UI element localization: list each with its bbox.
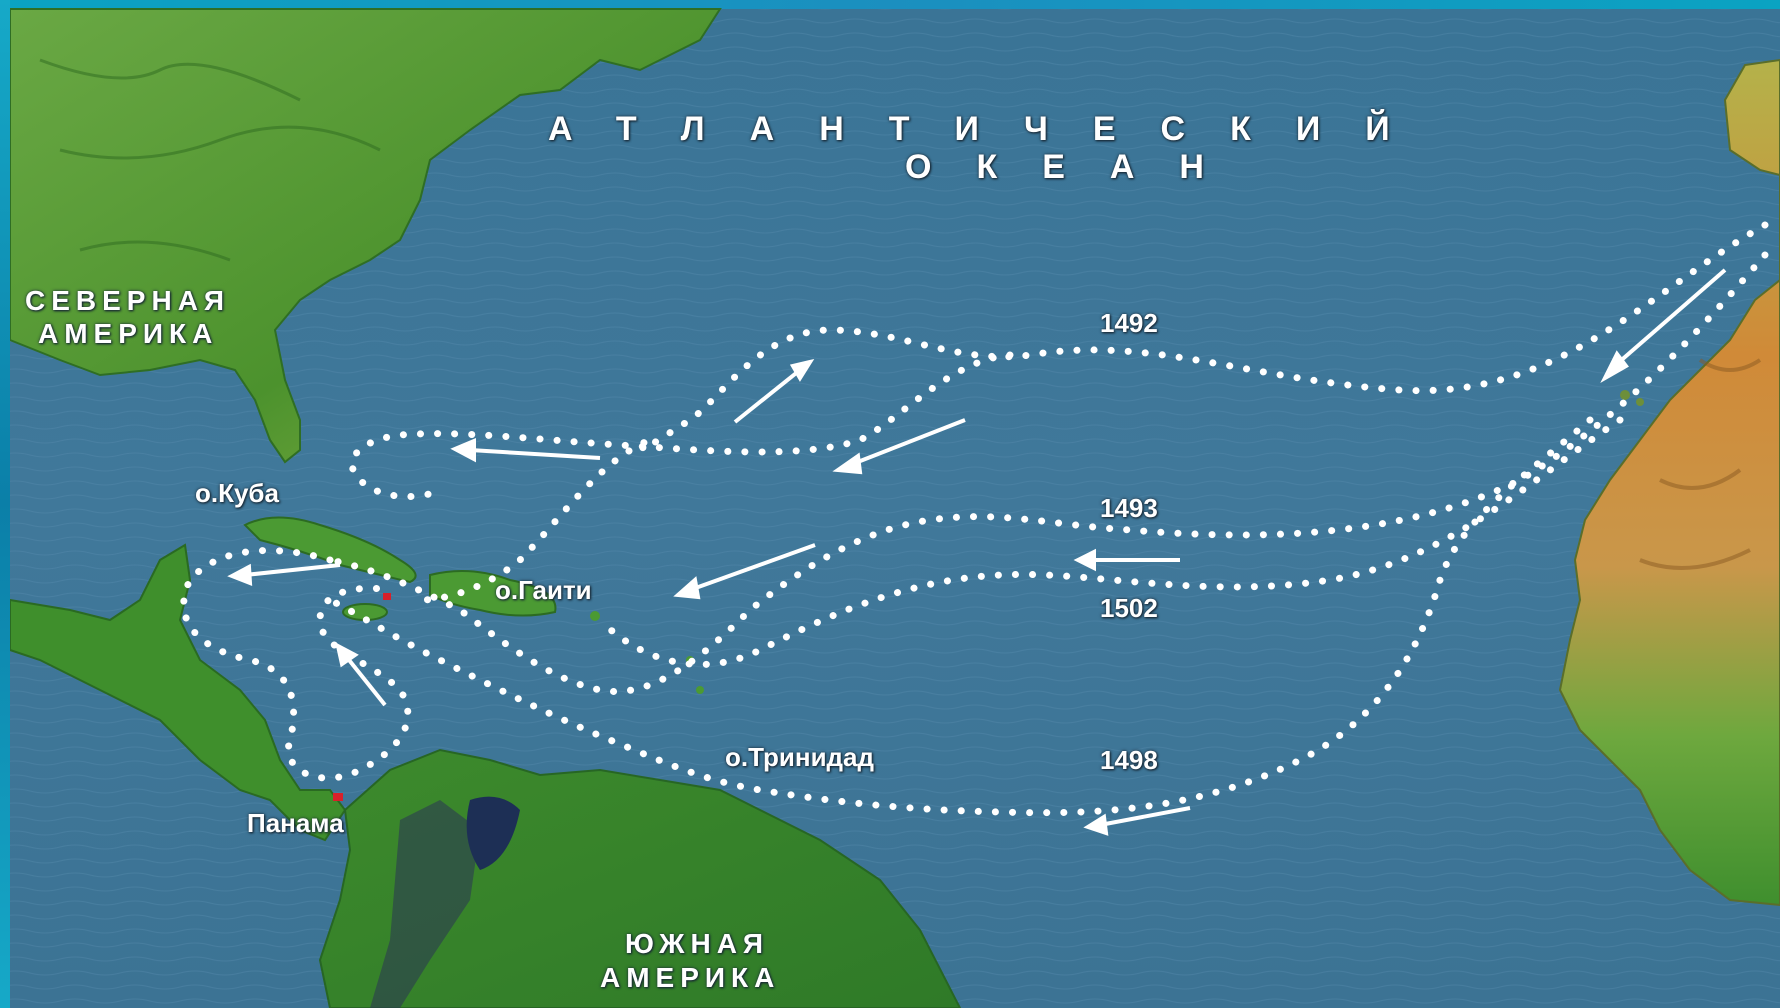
arrow-1502-west [673, 543, 816, 600]
canary-island [1636, 398, 1644, 406]
canary-island [1620, 390, 1630, 400]
arrow-central-north [335, 642, 387, 707]
arrow-1492-outbound [1600, 268, 1727, 384]
lesser-antilles-island [696, 686, 704, 694]
voyage-year-label: 1493 [1100, 493, 1158, 523]
panama-marker [333, 793, 343, 801]
voyage-year-label: 1498 [1100, 745, 1158, 775]
arrow-1498-return [1083, 806, 1191, 836]
arrow-1493-west [1073, 548, 1180, 572]
arrow-1492-west [733, 358, 815, 424]
south-america-label-line2: АМЕРИКА [600, 962, 781, 993]
frame-border-top [0, 0, 1780, 9]
haiti-island [429, 570, 557, 617]
ocean-title-line2: ОКЕАН [905, 148, 1249, 186]
south-america-label-line1: ЮЖНАЯ [625, 928, 770, 959]
frame-border-left [0, 0, 10, 1008]
north-america-landmass [9, 8, 722, 464]
voyage-year-label: 1492 [1100, 308, 1158, 338]
central-america-landmass [9, 543, 347, 842]
route-1492 [416, 221, 1769, 604]
lake-maracaibo [466, 796, 520, 870]
haiti-label: о.Гаити [495, 575, 592, 605]
cuba-label: о.Куба [195, 478, 279, 508]
andes-relief [370, 800, 480, 1008]
arrow-upper-west [450, 437, 601, 463]
route-central-loop [180, 546, 412, 782]
panama-label: Панама [247, 808, 344, 838]
haiti-settlement-marker [383, 593, 391, 600]
route-1502 [596, 416, 1624, 668]
voyage-year-label: 1502 [1100, 593, 1158, 623]
cuba-island [243, 516, 417, 584]
trinidad-label: о.Тринидад [725, 742, 875, 772]
direction-arrows [227, 268, 1727, 836]
atlas-relief [1639, 358, 1762, 570]
lesser-antilles-island [590, 611, 600, 621]
north-america-label-line1: СЕВЕРНАЯ [25, 285, 231, 316]
arrow-cuba-west [227, 563, 341, 586]
arrow-return-east [832, 418, 966, 475]
ocean-title-line1: АТЛАНТИЧЕСКИЙ [548, 110, 1435, 148]
north-america-relief [39, 58, 381, 262]
north-america-label-line2: АМЕРИКА [38, 318, 219, 349]
